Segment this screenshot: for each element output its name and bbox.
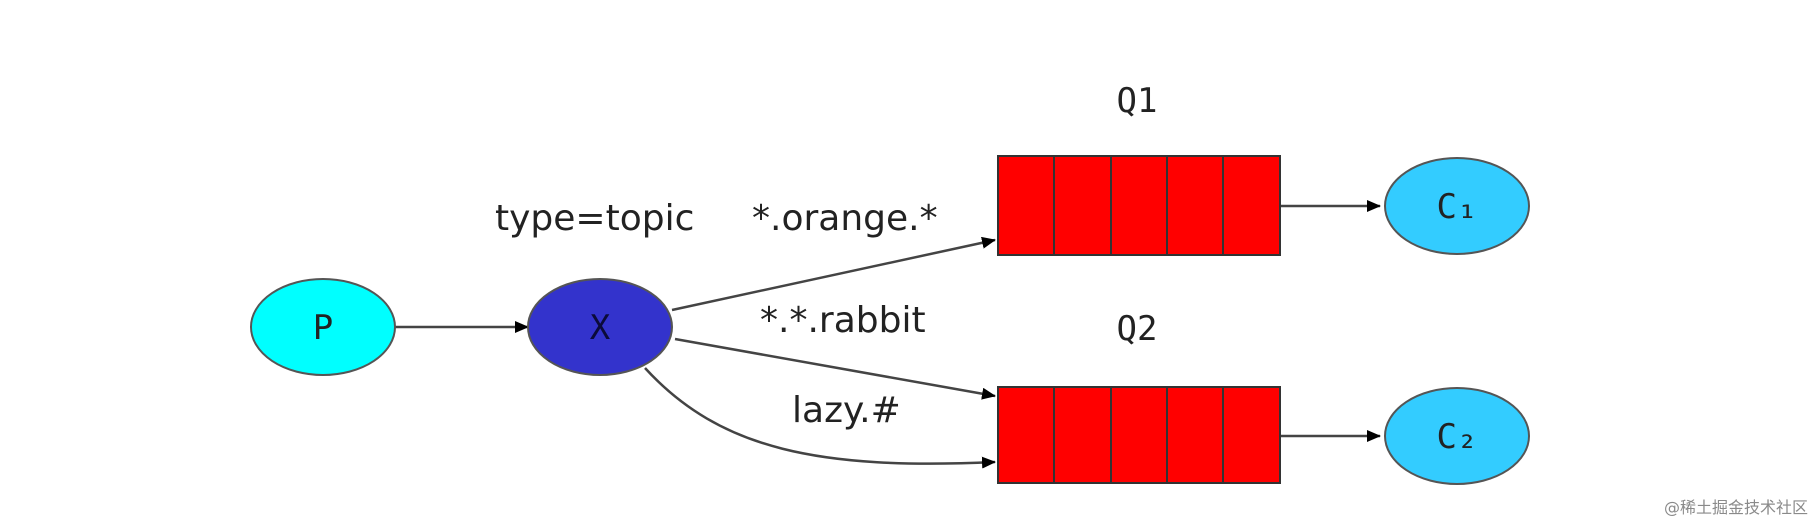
queue2-label: Q2 xyxy=(1117,309,1158,349)
edge-x-q2-lazy xyxy=(644,367,996,469)
edge-x-q1 xyxy=(671,236,996,312)
binding-label-orange: *.orange.* xyxy=(752,198,938,239)
producer-node: P xyxy=(250,278,396,376)
binding-label-rabbit: *.*.rabbit xyxy=(760,300,926,341)
consumer1-node: C₁ xyxy=(1384,157,1530,255)
consumer2-label: C₂ xyxy=(1437,417,1478,457)
exchange-type-label: type=topic xyxy=(495,198,694,239)
exchange-label: X xyxy=(590,308,611,348)
watermark: @稀土掘金技术社区 xyxy=(1663,498,1808,517)
queue2-node xyxy=(997,386,1281,484)
binding-label-lazy: lazy.# xyxy=(792,390,901,431)
queue1-node xyxy=(997,155,1281,256)
producer-label: P xyxy=(313,308,333,348)
consumer1-label: C₁ xyxy=(1437,187,1478,227)
exchange-node: X xyxy=(527,278,673,376)
queue1-label: Q1 xyxy=(1117,81,1158,121)
edge-x-q2-rabbit xyxy=(674,337,996,400)
consumer2-node: C₂ xyxy=(1384,387,1530,485)
